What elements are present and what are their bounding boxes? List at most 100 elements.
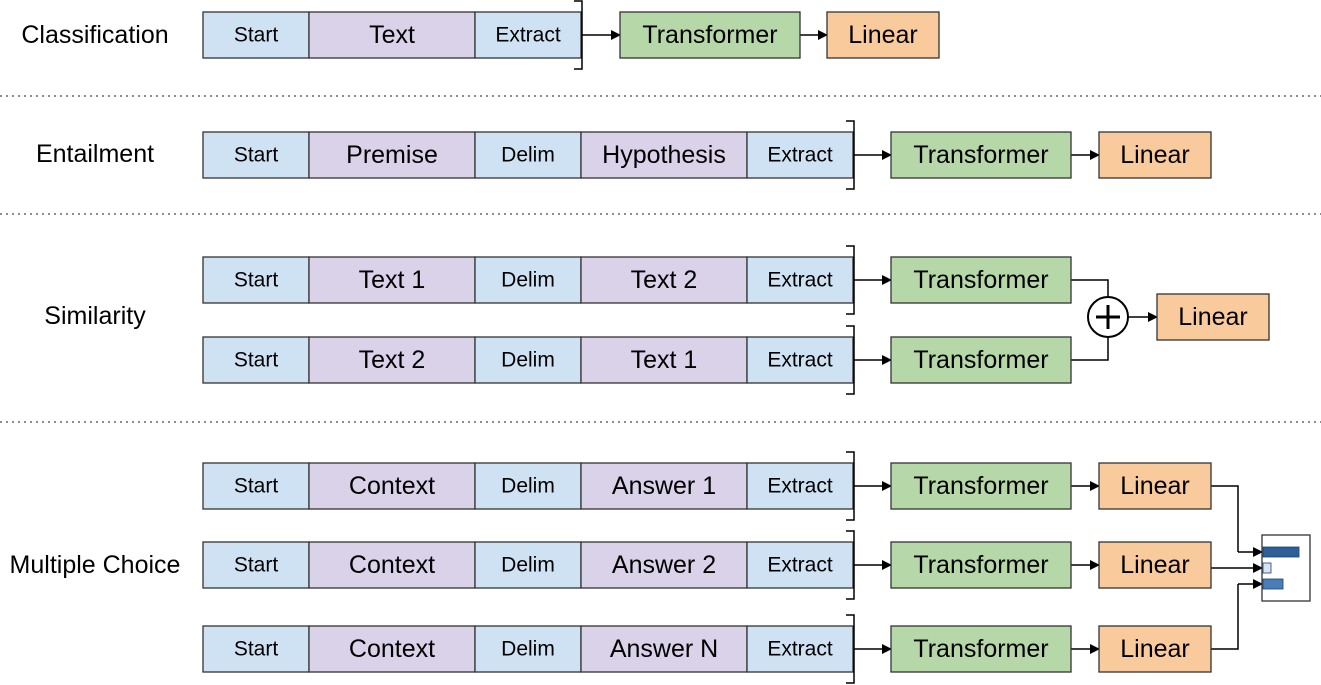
transformer-module-box (619, 11, 801, 59)
transformer-module-label: Transformer (913, 266, 1048, 294)
transformer-module-label: Transformer (913, 141, 1048, 169)
linear-module-label: Linear (1120, 141, 1190, 169)
flow-connector (1071, 279, 1109, 297)
token-label: Extract (767, 269, 833, 292)
softmax-bars-icon (1261, 534, 1311, 602)
task-label: Similarity (44, 302, 146, 330)
linear-module-box (1098, 625, 1212, 673)
token-label: Hypothesis (602, 141, 726, 169)
token-box (202, 541, 310, 589)
token-box (746, 462, 854, 510)
token-label: Delim (501, 554, 555, 577)
transformer-module-box (890, 131, 1072, 179)
transformer-module-box (890, 541, 1072, 589)
token-sequence: Start Context Delim Answer 2 Extract (202, 541, 854, 589)
probability-bar (1262, 546, 1300, 558)
token-sequence: Start Text Extract (202, 11, 582, 59)
token-label: Extract (767, 144, 833, 167)
linear-module-label: Linear (1120, 472, 1190, 500)
token-label: Extract (767, 554, 833, 577)
token-label: Start (234, 24, 279, 47)
token-box (474, 11, 582, 59)
token-box (202, 625, 310, 673)
transformer-module-label: Transformer (642, 21, 777, 49)
token-box (308, 625, 476, 673)
token-box (202, 256, 310, 304)
token-box (746, 131, 854, 179)
linear-module-label: Linear (1178, 303, 1248, 331)
token-label: Text 1 (631, 346, 698, 374)
token-label: Text 2 (631, 266, 698, 294)
token-label: Start (234, 269, 279, 292)
token-label: Delim (501, 638, 555, 661)
flow-connector (1211, 584, 1239, 650)
plus-circle-icon (1087, 296, 1129, 338)
token-label: Delim (501, 144, 555, 167)
flow-connector (1071, 337, 1109, 361)
token-label: Start (234, 475, 279, 498)
token-box (474, 336, 582, 384)
token-label: Answer 2 (612, 551, 716, 579)
linear-module-box (1098, 462, 1212, 510)
transformer-module: Transformer (890, 256, 1072, 304)
token-box (746, 541, 854, 589)
token-label: Extract (495, 24, 561, 47)
token-label: Start (234, 349, 279, 372)
task-label: Multiple Choice (10, 551, 181, 579)
token-box (308, 336, 476, 384)
token-box (474, 462, 582, 510)
token-box (308, 11, 476, 59)
token-label: Delim (501, 475, 555, 498)
token-sequence: Start Text 1 Delim Text 2 Extract (202, 256, 854, 304)
linear-module-label: Linear (1120, 551, 1190, 579)
token-label: Text 2 (359, 346, 426, 374)
probability-bar (1262, 578, 1284, 590)
token-label: Delim (501, 269, 555, 292)
transformer-module-label: Transformer (913, 635, 1048, 663)
transformer-module-box (890, 625, 1072, 673)
task-label: Classification (21, 21, 168, 49)
token-box (308, 462, 476, 510)
token-box (308, 256, 476, 304)
token-label: Text (369, 21, 415, 49)
transformer-module-box (890, 256, 1072, 304)
linear-module-label: Linear (1120, 635, 1190, 663)
token-label: Answer 1 (612, 472, 716, 500)
linear-module: Linear (1098, 131, 1212, 179)
transformer-module: Transformer (890, 541, 1072, 589)
flow-connector (1211, 485, 1239, 552)
linear-module-box (826, 11, 940, 59)
transformer-module-box (890, 462, 1072, 510)
token-label: Delim (501, 349, 555, 372)
token-label: Extract (767, 475, 833, 498)
transformer-module: Transformer (890, 131, 1072, 179)
token-box (202, 336, 310, 384)
token-box (580, 625, 748, 673)
token-box (746, 625, 854, 673)
linear-module-box (1156, 293, 1270, 341)
transformer-module-label: Transformer (913, 472, 1048, 500)
token-box (474, 625, 582, 673)
token-box (474, 256, 582, 304)
token-box (474, 131, 582, 179)
linear-module: Linear (1098, 462, 1212, 510)
token-label: Start (234, 638, 279, 661)
probability-bar (1262, 562, 1272, 574)
transformer-module: Transformer (890, 625, 1072, 673)
token-box (580, 541, 748, 589)
token-label: Start (234, 554, 279, 577)
token-label: Context (349, 551, 435, 579)
transformer-module-label: Transformer (913, 551, 1048, 579)
token-box (746, 256, 854, 304)
token-box (746, 336, 854, 384)
token-label: Premise (346, 141, 438, 169)
linear-module-box (1098, 541, 1212, 589)
token-box (580, 336, 748, 384)
token-label: Text 1 (359, 266, 426, 294)
task-label: Entailment (36, 140, 154, 168)
token-label: Answer N (610, 635, 718, 663)
transformer-module: Transformer (890, 462, 1072, 510)
